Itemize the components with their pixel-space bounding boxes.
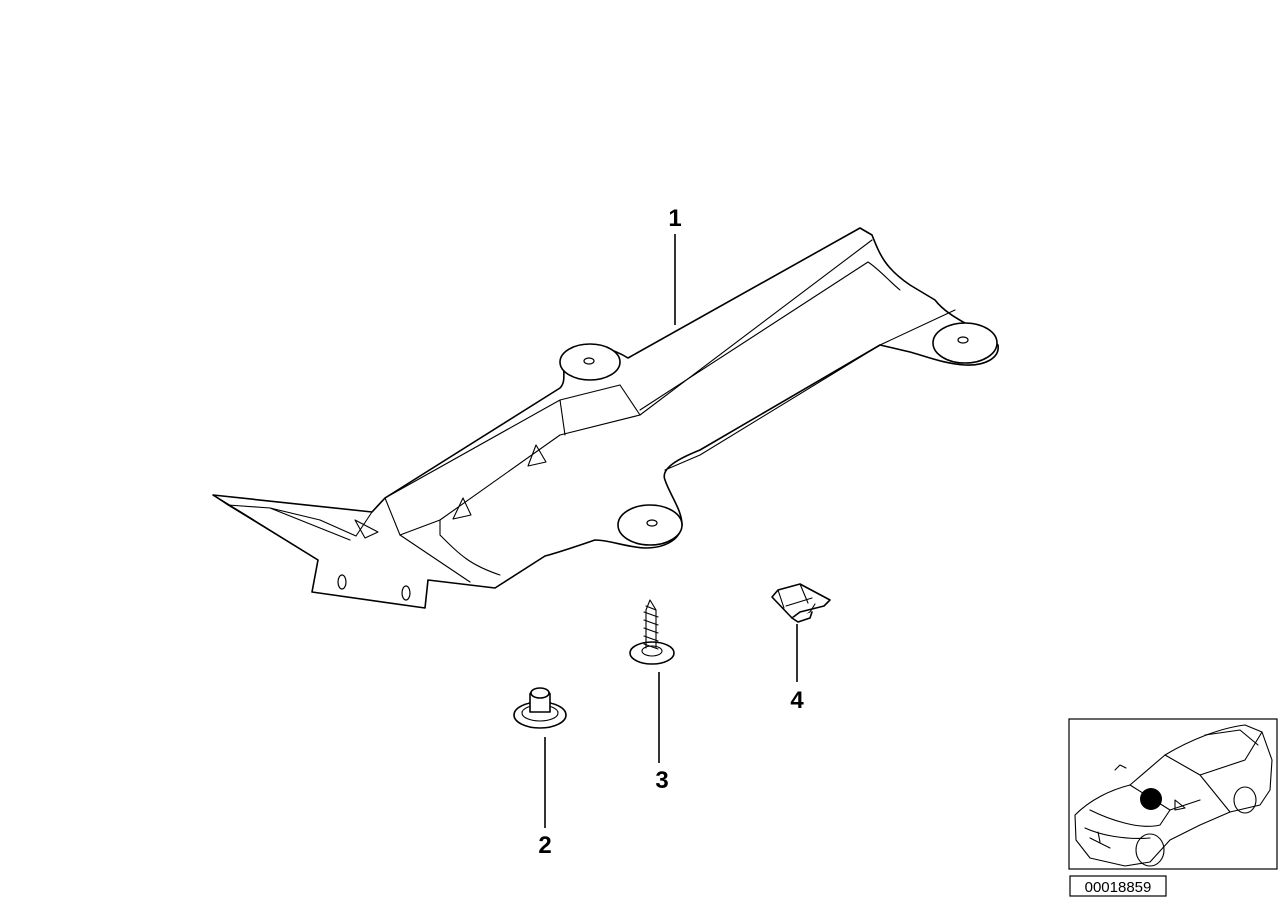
callout-3[interactable]: 3 <box>655 767 668 794</box>
callout-4[interactable]: 4 <box>790 687 804 714</box>
callout-1[interactable]: 1 <box>668 205 681 232</box>
diagram-id-box: 00018859 <box>1069 875 1167 897</box>
vehicle-locator-thumbnail <box>1068 718 1278 870</box>
spring-nut-clip[interactable] <box>771 583 831 623</box>
callout-2[interactable]: 2 <box>538 832 551 859</box>
diagram-id: 00018859 <box>1085 879 1152 896</box>
screw-with-washer[interactable] <box>629 599 675 665</box>
collar-nut[interactable] <box>513 687 567 729</box>
underbody-shield-panel[interactable] <box>212 227 999 609</box>
locator-marker <box>1140 788 1162 810</box>
